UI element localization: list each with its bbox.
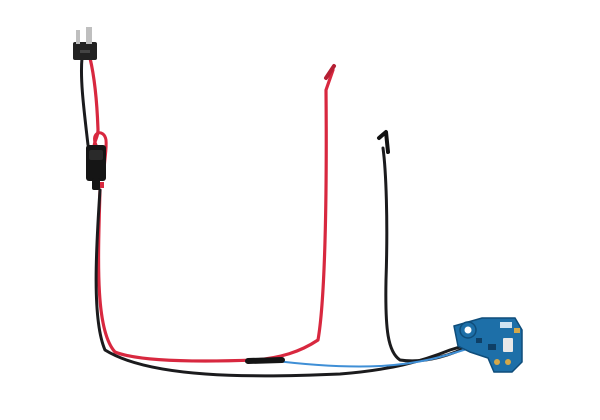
black-wire-tip: [377, 130, 390, 154]
mosfet-circuit-board: [453, 317, 523, 373]
black-power-wire: [94, 188, 494, 378]
fuse-holder: [86, 145, 106, 190]
blue-signal-wire: [267, 347, 471, 368]
black-lead-from-connector: [79, 56, 90, 147]
deans-t-connector: [73, 27, 97, 60]
red-wire-tip: [324, 64, 336, 80]
heatshrink-sleeve: [245, 357, 285, 364]
